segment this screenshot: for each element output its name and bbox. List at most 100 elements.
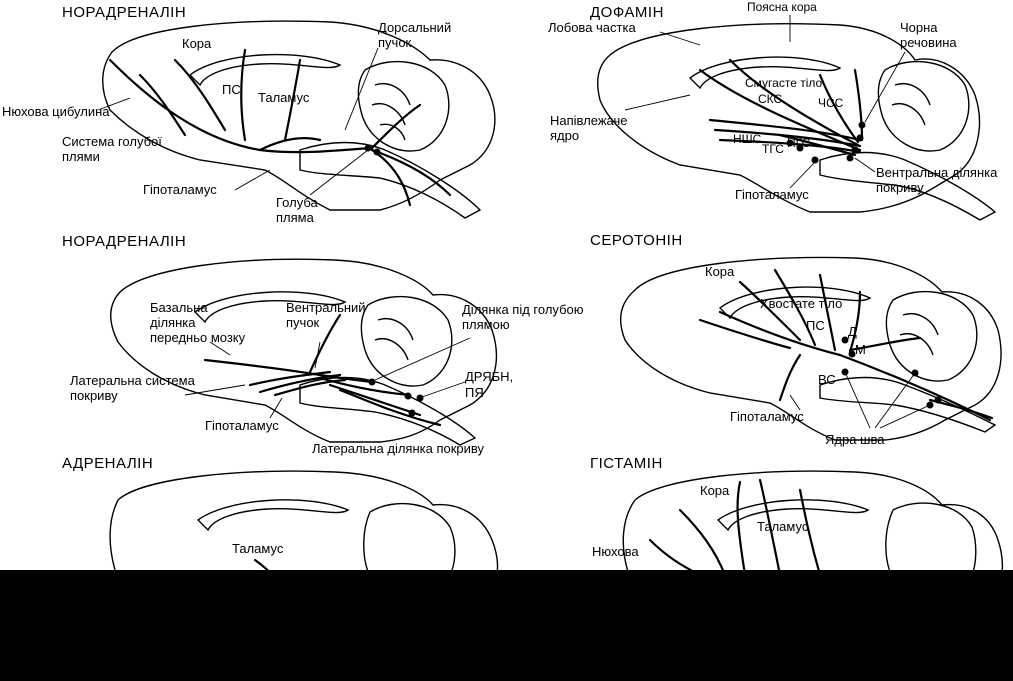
p2-fiber-7 xyxy=(818,73,860,144)
p2-leader-vta xyxy=(854,157,876,173)
p3-leader-hypo xyxy=(269,397,283,419)
p3-cerebellum xyxy=(360,295,453,387)
p6-brain-front xyxy=(622,499,636,573)
p4-brainstem xyxy=(819,376,997,433)
panel-3-drawing xyxy=(110,258,498,446)
p4-label-ps: ПС xyxy=(806,318,825,333)
p3-leader-ventral xyxy=(314,341,321,369)
p1-fiber-8 xyxy=(258,136,322,152)
p2-brain-outline xyxy=(597,23,981,213)
p2-label-cingulate: Поясна кора xyxy=(747,0,817,14)
p5-brain-front xyxy=(109,499,119,571)
p1-leader-dorsal xyxy=(344,47,379,131)
p2-label-vta: Вентральна ділянка покриву xyxy=(876,165,998,195)
p6-cerebellum xyxy=(892,502,977,576)
bottom-black-band xyxy=(0,570,1013,681)
panel-6-title: ГІСТАМІН xyxy=(590,455,663,472)
p4-leader-raphe-3 xyxy=(879,404,931,429)
p4-brain-outline xyxy=(619,256,1002,441)
p6-label-olfactory: Нюхова xyxy=(592,544,639,559)
p2-brainstem xyxy=(819,151,997,221)
p4-fiber-1 xyxy=(738,280,802,342)
p1-fiber-3 xyxy=(240,48,247,142)
p3-label-sub-locus: Ділянка під голубою плямою xyxy=(462,302,584,332)
p6-fiber-3 xyxy=(758,478,782,577)
p2-label-chss: ЧСС xyxy=(818,96,844,110)
p2-leader-sn xyxy=(864,51,906,123)
p4-leader-hypo xyxy=(789,394,801,411)
p3-leader-sublocus xyxy=(374,337,471,381)
p4-label-caudate: Хвостате тіло xyxy=(760,296,843,311)
p1-fiber-4 xyxy=(283,58,302,142)
p3-fiber-6 xyxy=(318,376,412,397)
p3-fiber-2 xyxy=(248,370,332,387)
p1-fiber-1 xyxy=(138,73,187,137)
p4-cerebellum-folia xyxy=(899,313,939,356)
p5-cerebellum xyxy=(369,502,456,576)
p4-label-raphe: Ядра шва xyxy=(825,432,885,447)
p2-label-tgs: ТГС xyxy=(762,142,784,156)
p1-label-cortex: Кора xyxy=(182,36,212,51)
p6-fiber-1 xyxy=(678,508,727,577)
p2-tgs-dot xyxy=(811,156,819,164)
p2-leader-hypo xyxy=(789,161,816,189)
p1-fiber-5 xyxy=(370,103,422,150)
p6-fiber-2 xyxy=(736,480,747,577)
p2-vta-dot-1 xyxy=(851,146,859,154)
panel-4-title: СЕРОТОНІН xyxy=(590,232,683,249)
p3-leader-lateral xyxy=(184,384,246,396)
p3-fiber-5 xyxy=(318,373,374,384)
p3-label-ventral-bundle: Вентральний пучок xyxy=(286,300,366,330)
p2-fiber-5 xyxy=(728,58,860,147)
p6-corpus-callosum xyxy=(716,499,870,532)
p1-label-thalamus: Таламус xyxy=(258,90,310,105)
p4-corpus-callosum xyxy=(718,286,872,320)
p3-label-lateral-system: Латеральна система покриву xyxy=(70,373,195,403)
p1-locus-dot-1 xyxy=(364,144,372,152)
p2-label-substantia-nigra: Чорна речовина xyxy=(900,20,957,50)
p3-leader-dryabn xyxy=(421,381,466,398)
p4-fiber-4 xyxy=(848,290,862,354)
p6-label-thalamus: Таламус xyxy=(757,519,809,534)
panel-4-drawing xyxy=(619,256,1002,441)
panel-2-drawing xyxy=(597,15,997,221)
p4-leader-raphe-2 xyxy=(874,372,916,429)
p1-locus-dot-2 xyxy=(373,148,381,156)
p4-fiber-3 xyxy=(818,273,837,352)
p1-brainstem xyxy=(299,141,482,219)
p2-sn-dot-1 xyxy=(858,121,866,129)
p4-dot-r3 xyxy=(934,396,942,404)
p2-fiber-6 xyxy=(853,68,864,142)
p1-cerebellum-folia xyxy=(371,83,411,141)
panel-1-drawing xyxy=(97,20,496,219)
p4-leader-raphe-1 xyxy=(844,371,871,429)
p1-corpus-callosum xyxy=(188,53,342,87)
p3-leader-basal xyxy=(209,341,231,356)
p1-cerebellum xyxy=(357,60,450,152)
p4-fiber-7 xyxy=(698,318,792,350)
p4-fiber-6 xyxy=(848,336,922,352)
p2-ngs-dot-2 xyxy=(786,139,794,147)
p2-corpus-callosum xyxy=(688,56,842,90)
p6-cerebellum-inner xyxy=(885,509,894,573)
p1-brain-outline xyxy=(102,20,496,211)
p4-label-vs: ВС xyxy=(818,372,836,387)
p3-dot-1 xyxy=(368,378,376,386)
panel-6-drawing xyxy=(622,470,1004,586)
p3-label-dryabn: ДРЯБН, xyxy=(465,369,514,384)
p5-label-thalamus: Таламус xyxy=(232,541,284,556)
p2-label-nshs: НШС xyxy=(733,132,762,146)
p2-label-hypothalamus: Гіпоталамус xyxy=(735,187,809,202)
p2-fiber-1 xyxy=(708,118,862,142)
p1-label-locus: Голуба пляма xyxy=(276,195,318,225)
p2-cerebellum-folia xyxy=(891,83,931,126)
p1-label-ps: ПС xyxy=(222,82,241,97)
p2-leader-accumbens xyxy=(624,94,691,111)
p3-dot-4 xyxy=(408,409,416,417)
p3-label-hypothalamus: Гіпоталамус xyxy=(205,418,279,433)
p1-label-hypothalamus: Гіпоталамус xyxy=(143,182,217,197)
p1-leader-locus xyxy=(309,149,369,196)
p3-label-pya: ПЯ xyxy=(465,385,484,400)
